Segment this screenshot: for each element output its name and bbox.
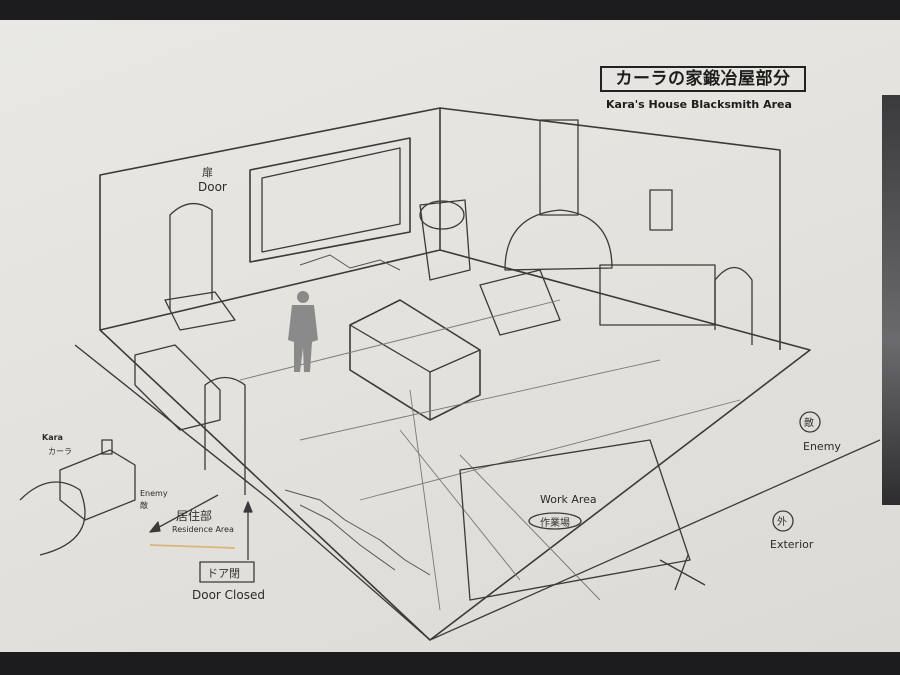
handwritten-residence: 居住部 — [176, 509, 213, 523]
label-enemy-right: Enemy — [803, 440, 841, 453]
title-en: Kara's House Blacksmith Area — [606, 98, 792, 111]
label-work-area: Work Area — [540, 493, 597, 506]
label-exterior: Exterior — [770, 538, 814, 551]
handwritten-work-area: 作業場 — [540, 518, 570, 529]
handwritten-exterior: 外 — [777, 517, 787, 528]
label-door: Door — [198, 180, 227, 194]
label-residence-area: Residence Area — [172, 525, 234, 534]
background-photo-edge — [882, 95, 900, 505]
label-enemy-left: Enemy — [140, 489, 168, 498]
sketch-card — [0, 20, 900, 652]
room-floor — [99, 249, 811, 641]
workbench — [349, 299, 481, 421]
wall-window — [249, 137, 411, 263]
handwritten-kara: カーラ — [48, 447, 72, 456]
handwritten-door: 扉 — [202, 166, 213, 179]
label-door-closed: Door Closed — [192, 588, 265, 602]
door-closed-box — [199, 561, 255, 583]
label-kara: Kara — [42, 433, 63, 442]
door-arch — [169, 203, 213, 310]
handwritten-door-closed: ドア閉 — [207, 567, 240, 580]
title-jp: カーラの家鍛冶屋部分 — [600, 66, 806, 92]
handwritten-enemy-right: 敵 — [804, 418, 814, 429]
handwritten-enemy-left: 敵 — [140, 501, 148, 510]
